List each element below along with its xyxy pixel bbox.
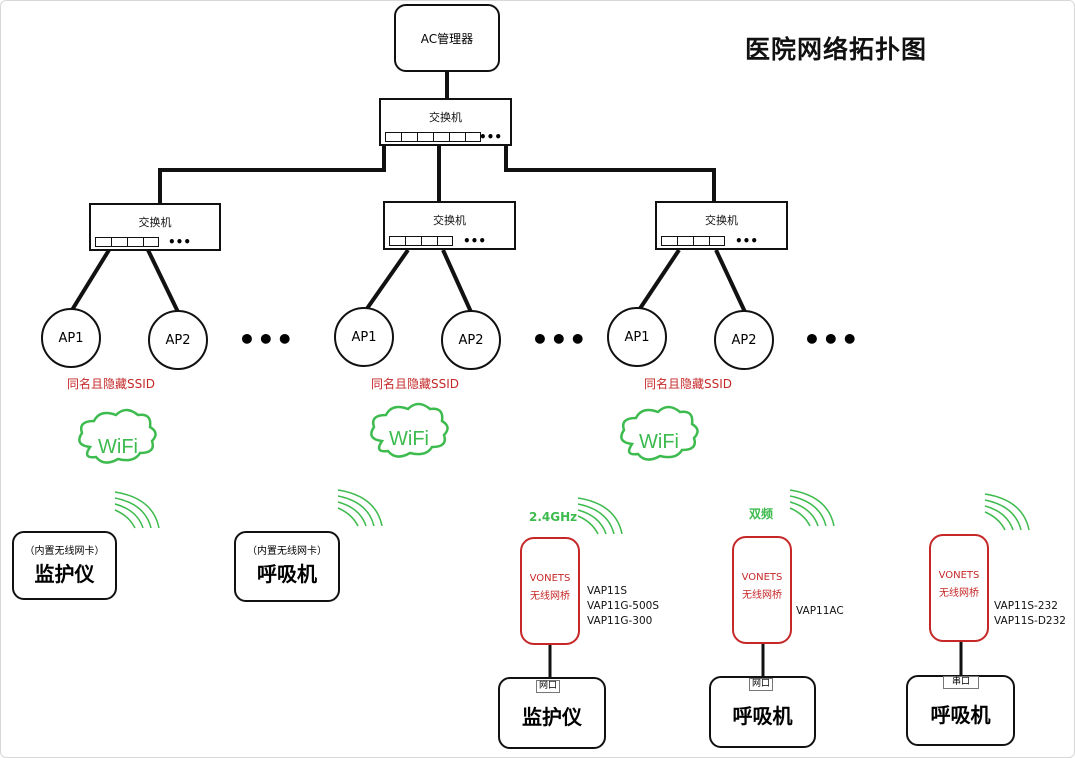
core-switch-label: 交换机 <box>429 111 462 124</box>
diagram-title: 医院网络拓扑图 <box>745 35 928 64</box>
middle-switch-dots: ••• <box>462 234 486 248</box>
bridge2-models: VAP11AC <box>796 604 844 619</box>
ventilator-builtin-device: （内置无线网卡） 呼吸机 <box>234 531 340 602</box>
ventilator-bridge-name-2: 呼吸机 <box>930 703 991 727</box>
core-switch-dots: ••• <box>478 130 502 144</box>
vonets-bridge-3: VONETS 无线网桥 <box>929 534 989 642</box>
vonets-bridge-2: VONETS 无线网桥 <box>732 536 792 644</box>
ventilator-builtin-name: 呼吸机 <box>257 562 317 586</box>
ap1-right-label: AP1 <box>624 329 650 345</box>
ssid-label-middle: 同名且隐藏SSID <box>371 377 460 391</box>
serial-port-tag: 串口 <box>943 676 979 689</box>
wifi-label-middle: WiFi <box>389 428 429 450</box>
middle-switch-ports <box>389 236 453 246</box>
left-ap2-line <box>146 249 180 313</box>
right-switch-label: 交换机 <box>705 214 738 227</box>
ap1-left-label: AP1 <box>58 330 84 346</box>
ssid-label-right: 同名且隐藏SSID <box>644 377 733 391</box>
ssid-label-left: 同名且隐藏SSID <box>67 377 156 391</box>
ap2-right-label: AP2 <box>731 332 757 348</box>
bridge1-models: VAP11S VAP11G-500S VAP11G-300 <box>587 584 659 629</box>
right-switch-dots: ••• <box>734 234 758 248</box>
wifi-label-right: WiFi <box>639 431 679 453</box>
right-switch: 交换机 ••• <box>655 201 788 250</box>
ethernet-port-tag-2: 网口 <box>749 678 774 691</box>
ventilator-bridge-name-1: 呼吸机 <box>732 704 793 728</box>
left-ap1-line <box>70 248 111 312</box>
bridge2-model: VAP11AC <box>796 605 844 617</box>
bridge3-model: VAP11S-D232 <box>994 615 1066 627</box>
right-ap1-line <box>637 248 681 312</box>
monitor-builtin-device: （内置无线网卡） 监护仪 <box>12 531 117 600</box>
monitor-builtin-note: （内置无线网卡） <box>24 546 105 557</box>
signal-arcs-5 <box>984 493 1030 531</box>
wifi-cloud-left <box>78 408 157 464</box>
wifi-cloud-middle <box>370 402 449 458</box>
bridge1-brand: VONETS <box>529 573 571 584</box>
wifi-label-left: WiFi <box>98 436 138 458</box>
ap2-middle: AP2 <box>441 310 501 370</box>
signal-arcs-4 <box>789 489 835 527</box>
ap1-middle-label: AP1 <box>351 329 377 345</box>
ac-controller-label: AC管理器 <box>420 31 474 46</box>
vonets-bridge-1: VONETS 无线网桥 <box>520 537 580 645</box>
bridge2-frequency: 双频 <box>749 507 774 521</box>
bridge3-brand: VONETS <box>938 570 980 581</box>
bridge2-brand: VONETS <box>741 572 783 583</box>
bridge1-model: VAP11G-500S <box>587 600 660 612</box>
bridge2-type: 无线网桥 <box>742 590 782 601</box>
bridge3-model: VAP11S-232 <box>994 600 1058 612</box>
ellipsis-left: ••• <box>238 323 295 356</box>
ap2-middle-label: AP2 <box>458 332 484 348</box>
ellipsis-middle: ••• <box>531 323 588 356</box>
ap2-left-label: AP2 <box>165 332 191 348</box>
core-to-right-line <box>504 146 716 202</box>
monitor-builtin-name: 监护仪 <box>34 562 95 586</box>
monitor-bridge-name: 监护仪 <box>522 705 582 729</box>
core-to-left-line <box>158 146 386 204</box>
bridge1-type: 无线网桥 <box>530 591 570 602</box>
ellipsis-right: ••• <box>803 323 860 356</box>
middle-switch-label: 交换机 <box>433 214 466 227</box>
ap2-left: AP2 <box>148 310 208 370</box>
bridge1-frequency: 2.4GHz <box>529 510 578 524</box>
right-switch-ports <box>661 236 725 246</box>
bridge1-model: VAP11S <box>587 585 628 597</box>
left-switch-dots: ••• <box>167 235 191 249</box>
bridge3-type: 无线网桥 <box>939 588 979 599</box>
wifi-cloud-right <box>620 405 699 461</box>
left-switch: 交换机 ••• <box>89 203 221 251</box>
ap1-middle: AP1 <box>334 307 394 367</box>
middle-ap1-line <box>364 248 410 312</box>
signal-arcs-2 <box>337 489 383 527</box>
ap1-left: AP1 <box>41 308 101 368</box>
signal-arcs-3 <box>577 497 623 535</box>
core-switch: 交换机 ••• <box>379 98 512 146</box>
left-switch-ports <box>95 237 159 247</box>
ap1-right: AP1 <box>607 307 667 367</box>
left-switch-label: 交换机 <box>138 216 172 229</box>
middle-ap2-line <box>441 249 473 313</box>
bridge3-models: VAP11S-232 VAP11S-D232 <box>994 599 1066 629</box>
core-switch-ports <box>385 132 481 142</box>
middle-switch: 交换机 ••• <box>383 201 516 250</box>
bridge1-model: VAP11G-300 <box>587 615 653 627</box>
ac-controller: AC管理器 <box>394 4 500 72</box>
right-ap2-line <box>714 249 747 313</box>
signal-arcs-1 <box>114 491 160 529</box>
ethernet-port-tag-1: 网口 <box>536 680 561 693</box>
ap2-right: AP2 <box>714 310 774 370</box>
ventilator-builtin-note: （内置无线网卡） <box>247 546 327 557</box>
